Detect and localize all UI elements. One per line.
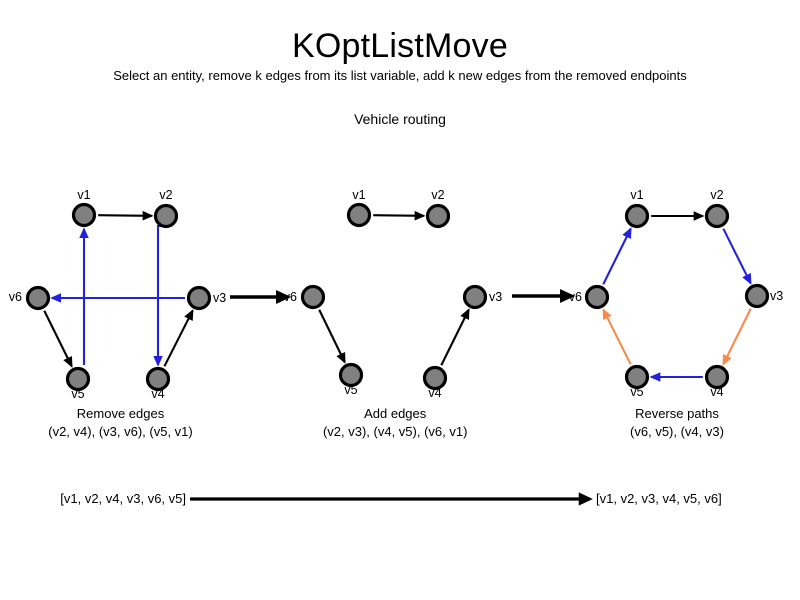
- node-label-add-v5: v5: [344, 383, 357, 397]
- node-label-reverse-v4: v4: [710, 385, 723, 399]
- page-title: KOptListMove: [292, 27, 508, 65]
- node-add-v1[interactable]: [346, 202, 372, 228]
- transitions-layer: [230, 288, 575, 305]
- edge-add-v4-v3: [440, 308, 470, 366]
- node-reverse-v3[interactable]: [744, 283, 770, 309]
- caption-title-remove: Remove edges: [77, 406, 165, 421]
- node-label-add-v3: v3: [489, 290, 502, 304]
- node-label-reverse-v5: v5: [630, 385, 643, 399]
- caption-title-reverse: Reverse paths: [635, 406, 719, 421]
- node-label-remove-v6: v6: [9, 290, 22, 304]
- node-label-remove-v1: v1: [77, 188, 90, 202]
- edge-remove-v1-v2: [98, 210, 154, 221]
- node-label-reverse-v3: v3: [770, 289, 783, 303]
- caption-sub-reverse: (v6, v5), (v4, v3): [630, 424, 724, 439]
- captions-layer: Remove edges (v2, v4), (v3, v6), (v5, v1)…: [48, 406, 724, 439]
- node-add-v2[interactable]: [425, 203, 451, 229]
- node-remove-v5[interactable]: [65, 366, 91, 392]
- node-label-remove-v4: v4: [151, 387, 164, 401]
- list-after: [v1, v2, v3, v4, v5, v6]: [596, 491, 722, 506]
- list-before: [v1, v2, v4, v3, v6, v5]: [60, 491, 186, 506]
- caption-sub-remove: (v2, v4), (v3, v6), (v5, v1): [48, 424, 192, 439]
- node-reverse-v6[interactable]: [584, 284, 610, 310]
- edge-add-v6-v5: [318, 309, 346, 364]
- node-label-remove-v3: v3: [213, 291, 226, 305]
- caption-title-add: Add edges: [364, 406, 427, 421]
- node-label-reverse-v1: v1: [630, 188, 643, 202]
- node-reverse-v5[interactable]: [624, 364, 650, 390]
- node-remove-v3[interactable]: [186, 285, 212, 311]
- node-remove-v6[interactable]: [25, 285, 51, 311]
- page-subtitle: Select an entity, remove k edges from it…: [113, 68, 687, 83]
- edge-add-v1-v2: [373, 210, 426, 221]
- node-label-add-v2: v2: [431, 188, 444, 202]
- node-remove-v4[interactable]: [145, 366, 171, 392]
- node-reverse-v4[interactable]: [704, 364, 730, 390]
- node-add-v4[interactable]: [422, 365, 448, 391]
- node-reverse-v2[interactable]: [704, 203, 730, 229]
- node-label-remove-v2: v2: [159, 188, 172, 202]
- edge-remove-v4-v3: [163, 309, 194, 367]
- node-remove-v1[interactable]: [71, 202, 97, 228]
- edge-reverse-v3-v4: [722, 308, 752, 366]
- node-label-add-v4: v4: [428, 386, 441, 400]
- node-add-v5[interactable]: [338, 362, 364, 388]
- node-add-v3[interactable]: [462, 284, 488, 310]
- edge-reverse-v2-v3: [722, 228, 752, 285]
- node-label-reverse-v2: v2: [710, 188, 723, 202]
- section-label: Vehicle routing: [354, 111, 446, 127]
- edges-layer: [43, 210, 752, 382]
- node-add-v6[interactable]: [300, 284, 326, 310]
- node-reverse-v1[interactable]: [624, 203, 650, 229]
- edge-remove-v2-v4: [153, 224, 166, 367]
- list-summary-layer: [v1, v2, v4, v3, v6, v5] [v1, v2, v3, v4,…: [60, 491, 721, 506]
- edge-remove-v6-v5: [43, 310, 73, 368]
- edge-reverse-v6-v1: [602, 227, 632, 285]
- node-remove-v2[interactable]: [153, 203, 179, 229]
- node-label-remove-v5: v5: [71, 387, 84, 401]
- node-label-add-v1: v1: [352, 188, 365, 202]
- caption-sub-add: (v2, v3), (v4, v5), (v6, v1): [323, 424, 467, 439]
- edge-reverse-v5-v6: [602, 308, 632, 365]
